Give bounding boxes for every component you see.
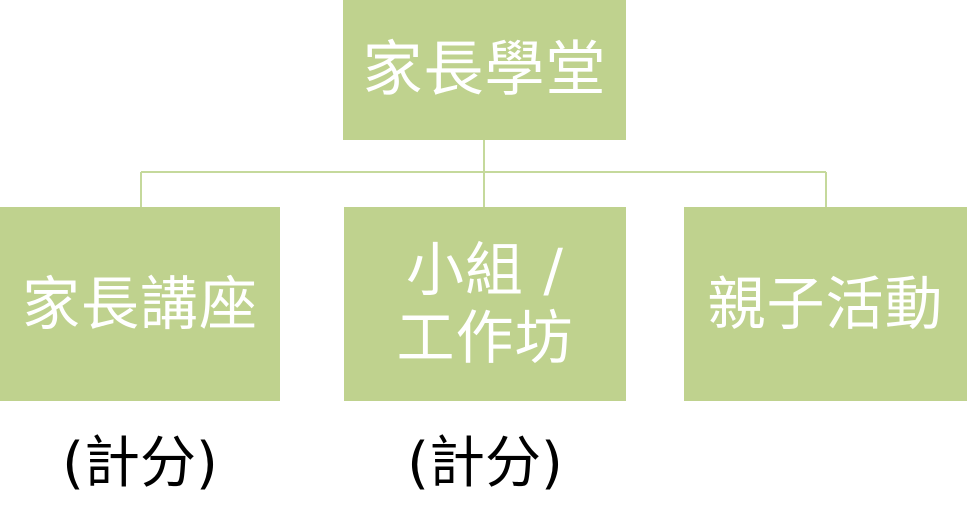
child-node-label-line-2: 工作坊 [396,304,574,372]
child-node-label-line-1: 小組 / [406,235,564,304]
score-note-workshops: (計分) [407,431,563,496]
root-node[interactable]: 家長學堂 [343,0,626,140]
child-node-workshops[interactable]: 小組 / 工作坊 [344,207,626,401]
child-node-parent-lectures[interactable]: 家長講座 [0,207,280,401]
score-note-lectures: (計分) [62,431,218,496]
child-node-label: 家長講座 [21,269,258,338]
root-node-label: 家長學堂 [362,34,607,105]
child-node-family-activities[interactable]: 親子活動 [684,207,967,401]
child-node-label: 親子活動 [707,269,944,338]
